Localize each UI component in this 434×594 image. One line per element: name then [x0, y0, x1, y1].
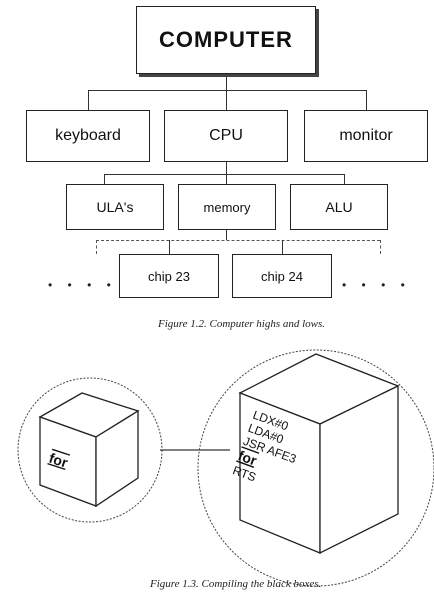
chip-23-label: chip 23 — [148, 268, 190, 284]
connector — [169, 240, 170, 254]
small-cube — [38, 392, 140, 508]
cpu-box: CPU — [164, 110, 288, 162]
connector — [88, 90, 89, 110]
connector — [226, 230, 227, 240]
connector — [104, 174, 105, 184]
figure-1-2-caption: Figure 1.2. Computer highs and lows. — [158, 318, 326, 330]
computer-box: COMPUTER — [136, 6, 316, 74]
connector — [226, 90, 227, 110]
connector-dashed — [96, 240, 380, 241]
large-cube-side — [319, 384, 399, 555]
chip-24-box: chip 24 — [232, 254, 332, 298]
ellipsis-left: • • • • — [48, 278, 117, 292]
memory-label: memory — [203, 199, 251, 215]
connector-dashed — [96, 240, 97, 254]
large-cube — [238, 353, 400, 555]
connector — [104, 174, 344, 175]
ellipsis-right: • • • • — [342, 278, 411, 292]
cpu-label: CPU — [209, 127, 243, 144]
alu-label: ALU — [325, 199, 353, 215]
monitor-label: monitor — [339, 127, 393, 144]
memory-box: memory — [178, 184, 276, 230]
connector — [344, 174, 345, 184]
chip-23-box: chip 23 — [119, 254, 219, 298]
computer-label: COMPUTER — [159, 27, 293, 52]
keyboard-box: keyboard — [26, 110, 150, 162]
ula-label: ULA's — [96, 199, 134, 215]
small-cube-label: for — [47, 450, 70, 471]
chip-24-label: chip 24 — [261, 268, 303, 284]
small-circle — [17, 377, 163, 523]
connector — [226, 74, 227, 90]
code-line-for: for — [236, 447, 260, 469]
small-cube-side — [95, 409, 139, 508]
connector — [282, 240, 283, 254]
ula-box: ULA's — [66, 184, 164, 230]
keyboard-label: keyboard — [55, 127, 121, 144]
alu-box: ALU — [290, 184, 388, 230]
connector-dashed — [380, 240, 381, 254]
connector — [366, 90, 367, 110]
connector — [88, 90, 366, 91]
figure-1-3-caption: Figure 1.3. Compiling the black boxes. — [150, 578, 322, 590]
connector — [226, 162, 227, 174]
connector — [226, 174, 227, 184]
monitor-box: monitor — [304, 110, 428, 162]
